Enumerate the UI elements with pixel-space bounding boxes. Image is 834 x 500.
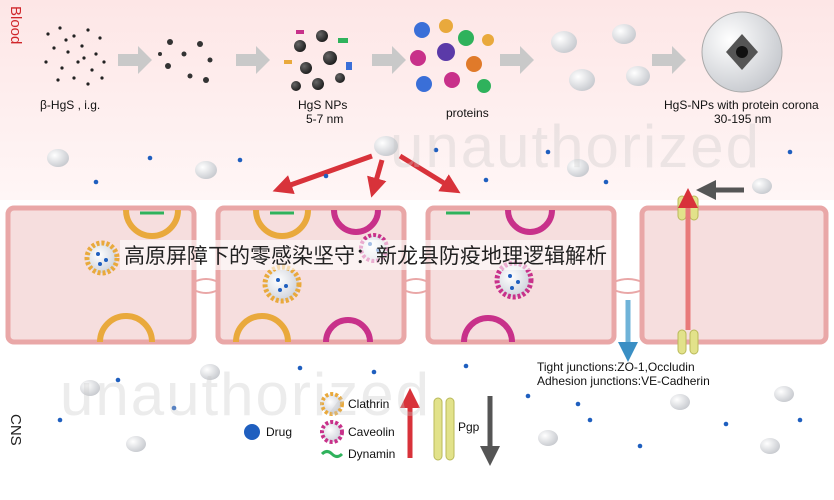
process-arrows	[118, 46, 686, 74]
cns-particles	[80, 364, 794, 454]
corona-size-label: 30-195 nm	[714, 112, 772, 126]
cns-region-label: CNS	[7, 414, 24, 446]
endothelial-cell-4	[639, 205, 829, 345]
proteins-label: proteins	[446, 106, 489, 120]
tight-junction-stitches	[193, 278, 643, 294]
vesicle-drugs	[96, 242, 520, 292]
blood-region-label: Blood	[7, 6, 24, 45]
blood-drugs	[93, 147, 793, 185]
beta-hgs-label: β-HgS , i.g.	[40, 98, 101, 112]
legend-clathrin-label: Clathrin	[348, 397, 390, 411]
legend-dynamin-label: Dynamin	[348, 447, 396, 461]
corona-blobs	[551, 24, 650, 91]
legend-drug-icon	[244, 424, 260, 440]
large-corona-particle	[701, 11, 783, 93]
blood-particles	[47, 149, 772, 194]
tight-junctions-label: Tight junctions:ZO-1,Occludin	[537, 360, 695, 374]
watermark-top: unauthorized	[390, 113, 761, 180]
protein-cluster	[410, 19, 494, 93]
adhesion-junctions-label: Adhesion junctions:VE-Cadherin	[537, 374, 710, 388]
hgs-nps-size-label: 5-7 nm	[306, 112, 344, 126]
hgs-clusters	[158, 39, 213, 83]
legend-drug-label: Drug	[266, 425, 293, 439]
cns-drugs	[57, 363, 803, 449]
legend-dynamin-icon	[320, 450, 344, 458]
legend-pgp-label: Pgp	[458, 420, 480, 434]
hgs-nps	[284, 30, 352, 91]
uptake-arrows	[272, 153, 461, 198]
hgs-nps-label: HgS NPs	[298, 98, 348, 112]
watermark-bottom: unauthorized	[60, 361, 431, 428]
legend-caveolin-label: Caveolin	[348, 425, 395, 439]
endothelial-cell-1	[5, 205, 197, 345]
legend-symbols	[244, 388, 500, 466]
falling-corona-particle	[374, 136, 398, 156]
overlay-title: 高原屏障下的零感染坚守：新龙县防疫地理逻辑解析	[120, 240, 611, 270]
legend-caveolin-icon	[320, 420, 344, 444]
legend-clathrin-icon	[320, 392, 344, 416]
caveolin-pits	[323, 209, 555, 343]
clathrin-pits	[97, 209, 311, 343]
corona-label: HgS-NPs with protein corona	[664, 98, 819, 112]
beta-hgs-particles	[44, 26, 106, 86]
legend-pgp-icon	[433, 397, 443, 461]
